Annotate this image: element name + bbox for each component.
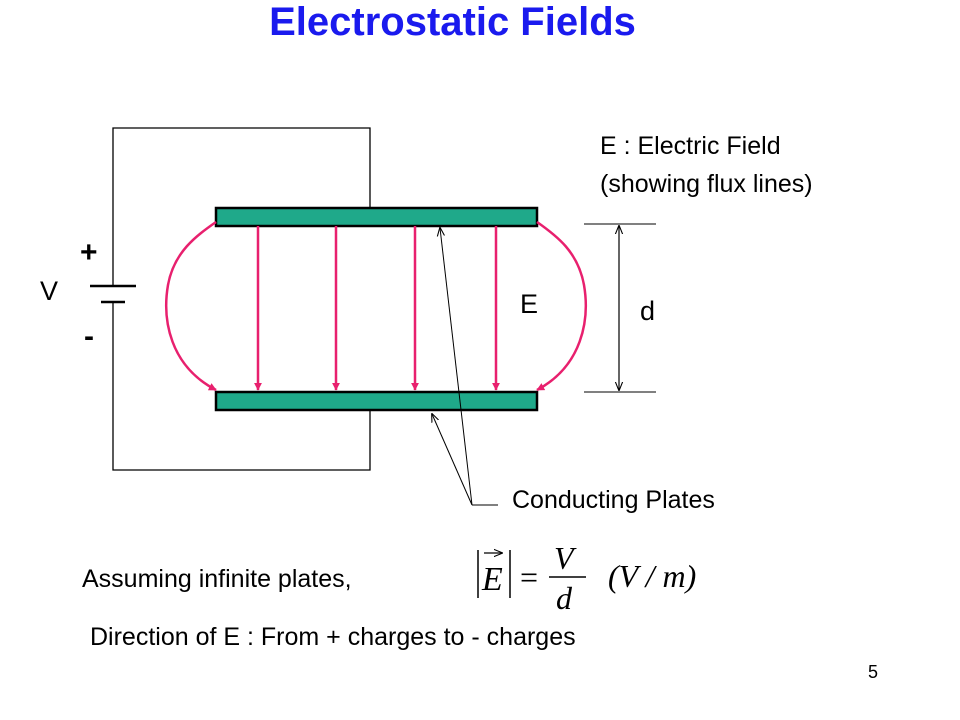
- equals-sign: =: [520, 559, 538, 595]
- field-label: E: [520, 289, 539, 319]
- fringe-field-right: [536, 220, 587, 392]
- field-equation: E = V d (V / m): [477, 540, 696, 616]
- circuit-wire: [112, 127, 371, 471]
- bottom-plate: [214, 390, 539, 412]
- page-number: 5: [868, 662, 879, 682]
- conducting-plates-label: Conducting Plates: [512, 486, 715, 514]
- equation-intro: Assuming infinite plates,: [82, 565, 352, 593]
- slide-title: Electrostatic Fields: [269, 0, 636, 44]
- equation-numerator: V: [554, 540, 577, 576]
- direction-note: Direction of E : From + charges to - cha…: [90, 623, 576, 651]
- legend-line-2: (showing flux lines): [600, 170, 813, 198]
- minus-sign: -: [84, 320, 94, 353]
- equation-lhs: E: [481, 561, 503, 598]
- top-plate: [214, 206, 539, 228]
- pointer-to-top-plate: [440, 228, 473, 506]
- distance-label: d: [640, 296, 656, 326]
- equation-denominator: d: [556, 580, 573, 616]
- voltage-label: V: [40, 276, 59, 306]
- legend-line-1: E : Electric Field: [600, 132, 781, 160]
- fringe-field-left: [165, 220, 217, 392]
- plus-sign: +: [80, 236, 98, 269]
- equation-unit: (V / m): [608, 558, 696, 594]
- pointer-to-bottom-plate: [432, 414, 473, 506]
